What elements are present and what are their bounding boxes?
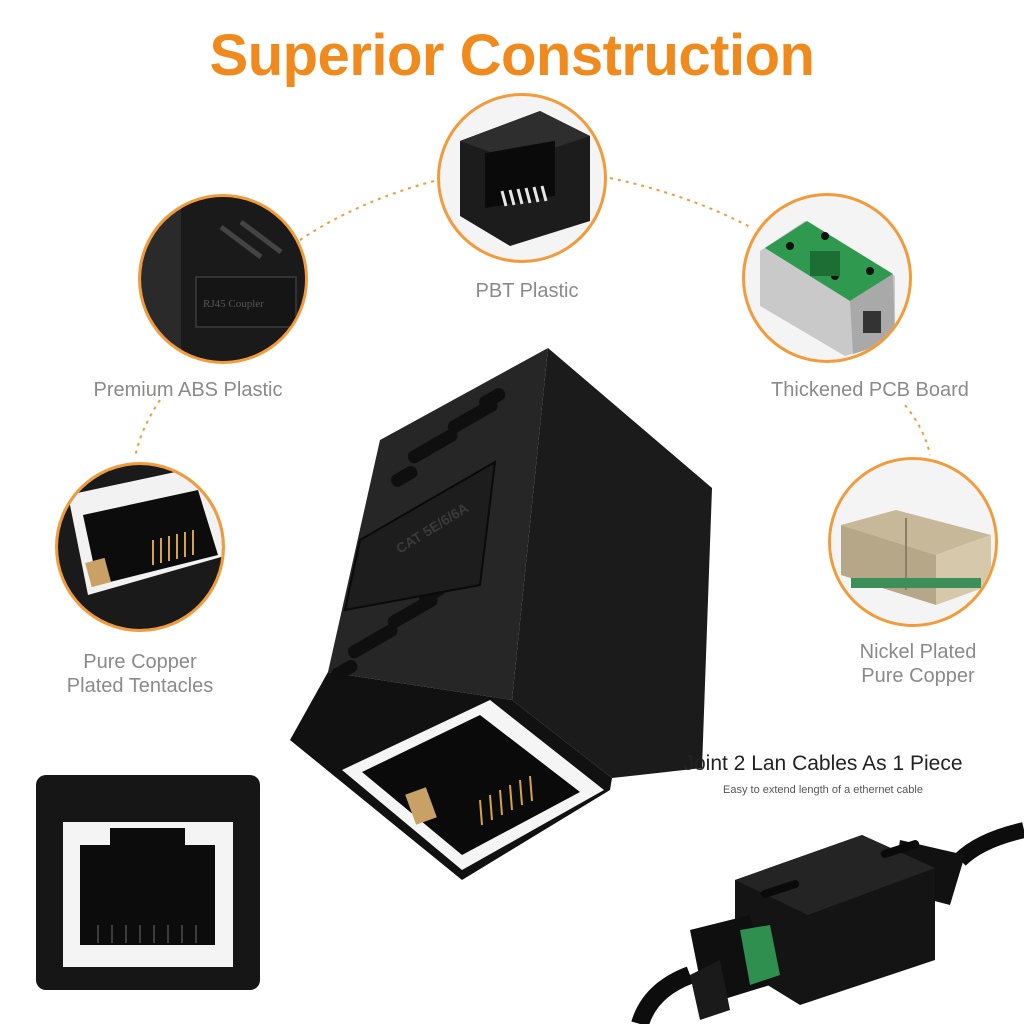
abs-marking-text: RJ45 Coupler [203,298,264,310]
copper-label-line2: Plated Tentacles [66,675,214,697]
abs-plastic-circle: RJ45 Coupler [138,194,308,364]
abs-housing-closeup: RJ45 Coupler [141,197,305,361]
joint-headline: Joint 2 Lan Cables As 1 Piece [683,752,963,775]
page-title: Superior Construction [209,23,815,88]
pbt-plastic-label: PBT Plastic [475,280,579,302]
nickel-plated-label: Nickel Plated Pure Copper [818,640,1018,688]
pcb-board-circle [742,193,912,363]
pcb-board-label: Thickened PCB Board [771,379,969,401]
copper-contacts-closeup [58,465,222,629]
abs-plastic-label: Premium ABS Plastic [93,379,283,401]
nickel-shield-image [831,460,995,624]
copper-tentacles-circle [55,462,225,632]
pbt-plastic-circle [437,93,607,263]
nickel-plated-circle [828,457,998,627]
rj45-port-icon [460,111,590,246]
copper-tentacles-label: Pure Copper Plated Tentacles [40,650,240,698]
nickel-label-line2: Pure Copper [861,665,975,687]
copper-label-line1: Pure Copper [83,651,197,673]
pcb-board-image [760,221,895,356]
nickel-label-line1: Nickel Plated [859,641,977,663]
joint-subtext: Easy to extend length of a ethernet cabl… [723,784,923,796]
